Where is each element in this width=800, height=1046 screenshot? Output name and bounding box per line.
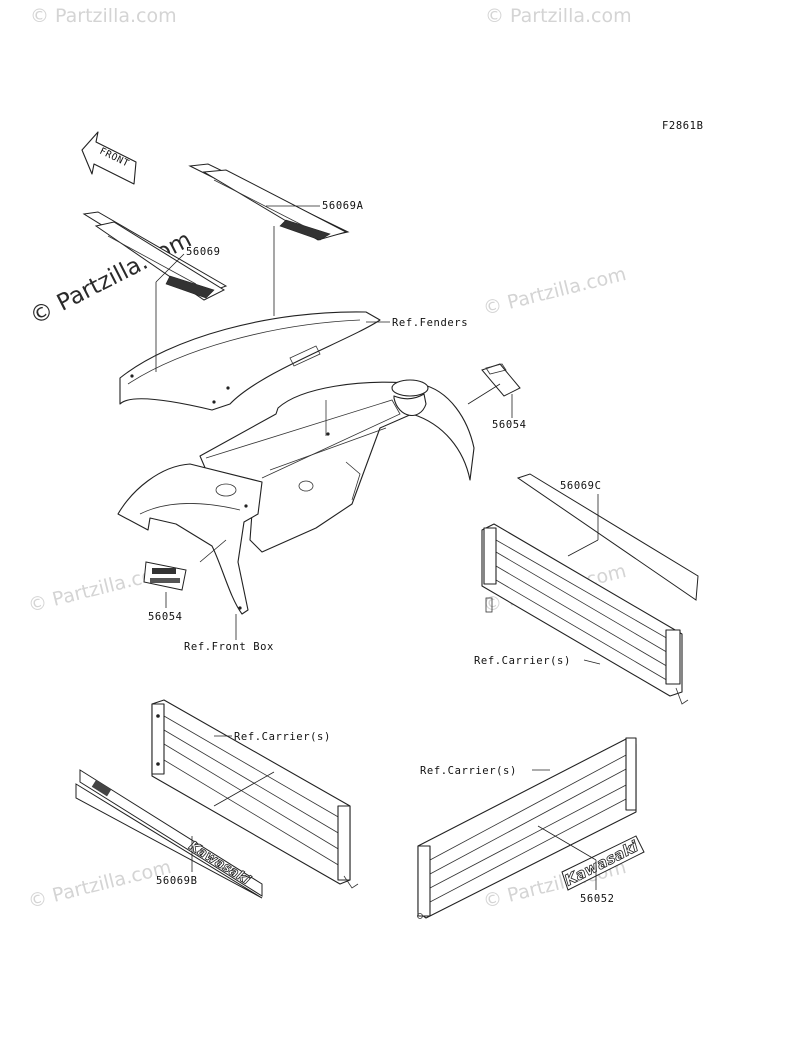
- rear-fender: [119, 311, 381, 411]
- label-56052: 56052: [580, 893, 615, 905]
- front-box: [117, 463, 263, 615]
- carrier-panel-bottom-right: [417, 737, 637, 919]
- watermark: © Partzilla.com: [26, 856, 174, 913]
- decal-56069: [82, 211, 228, 301]
- front-arrow-icon: FRONT: [81, 131, 137, 185]
- decal-56069A: [188, 163, 350, 241]
- carrier-panel-left: [151, 699, 359, 889]
- label-ref-carrier-bottom-right: Ref.Carrier(s): [420, 765, 517, 777]
- label-56069: 56069: [186, 246, 221, 258]
- watermark: © Partzilla.com: [30, 5, 177, 27]
- label-56069C: 56069C: [560, 480, 602, 492]
- label-56069A: 56069A: [322, 200, 364, 212]
- figure-code: F2861B: [662, 120, 704, 132]
- decal-56054-left: [143, 561, 187, 591]
- label-ref-carrier-right: Ref.Carrier(s): [474, 655, 571, 667]
- label-ref-fenders: Ref.Fenders: [392, 317, 468, 329]
- callout-labels: 56069A 56069 Ref.Fenders 56054 56069C 56…: [148, 200, 615, 905]
- label-ref-front-box: Ref.Front Box: [184, 641, 274, 653]
- decal-56069C: [516, 473, 699, 601]
- decal-56054-right: [481, 363, 521, 397]
- label-56054-right: 56054: [492, 419, 527, 431]
- label-56054-left: 56054: [148, 611, 183, 623]
- watermark: © Partzilla.com: [481, 263, 629, 320]
- leader-lines: [155, 205, 601, 890]
- carrier-panel-right: [481, 523, 689, 705]
- label-ref-carrier-left: Ref.Carrier(s): [234, 731, 331, 743]
- cargo-bed: [199, 379, 475, 553]
- label-56069B: 56069B: [156, 875, 198, 887]
- watermark: © Partzilla.com: [485, 5, 632, 27]
